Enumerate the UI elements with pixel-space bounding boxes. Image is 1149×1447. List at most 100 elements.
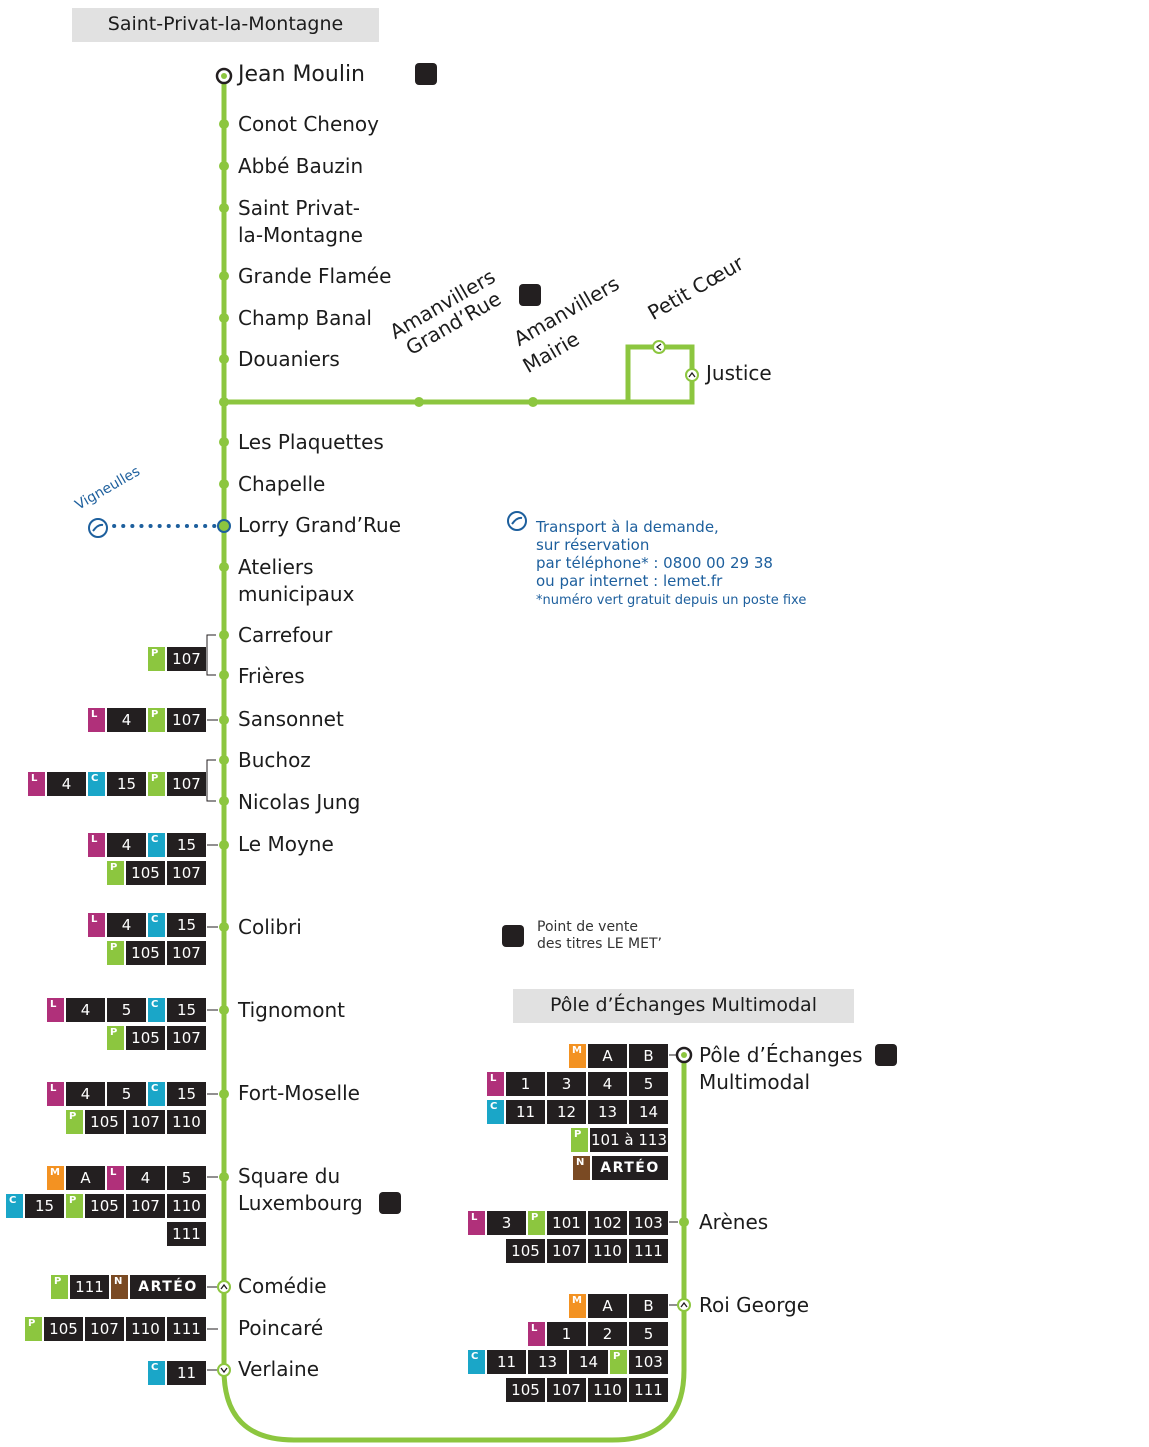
line-badge: 15 [107,772,146,796]
line-badge: 110 [167,1110,206,1134]
line-badge: 107 [167,941,206,965]
mode-N-icon: N [573,1156,590,1180]
stop-chapelle: Chapelle [238,472,326,496]
stop-champ-banal: Champ Banal [238,306,372,330]
line-badge: 110 [588,1239,627,1263]
stop-dot [219,922,229,932]
mode-P-icon: P [610,1350,627,1374]
line-badge: 107 [167,772,206,796]
line-badge: 103 [629,1350,668,1374]
line-badge: 5 [107,998,146,1022]
tad-info: Transport à la demande, sur réservation … [536,518,807,608]
one-way-stop [652,340,666,354]
mode-L-icon: L [528,1322,545,1346]
stop-dot [219,479,229,489]
tad-connection-dot [217,519,231,533]
mode-P-icon: P [66,1194,83,1218]
stop-square-luxembourg: Square du [238,1164,341,1188]
stop-roi-george: Roi George [699,1293,810,1317]
line-badge: 4 [66,1082,105,1106]
stop-dot [219,397,229,407]
line-badge: 13 [528,1350,567,1374]
line-badge: 105 [126,941,165,965]
stop-dot [219,271,229,281]
mode-C-icon: C [468,1350,485,1374]
mode-M-icon: M [47,1166,64,1190]
line-badge: 3 [547,1072,586,1096]
ticket-shop-icon [415,63,437,85]
mode-L-icon: L [487,1072,504,1096]
stop-pem-2: Multimodal [699,1070,811,1094]
mode-C-icon: C [148,1361,165,1385]
stop-buchoz: Buchoz [238,748,311,772]
mode-L-icon: L [88,708,105,732]
tad-phone-icon [88,518,108,538]
line-badge: 4 [107,708,146,732]
line-badge: 107 [167,1026,206,1050]
line-badge: 5 [629,1072,668,1096]
mode-P-icon: P [148,647,165,671]
stop-jean-moulin: Jean Moulin [238,62,365,87]
stop-conot-chenoy: Conot Chenoy [238,112,380,136]
one-way-stop [217,1363,231,1377]
mode-L-icon: L [47,998,64,1022]
stop-dot [219,562,229,572]
stop-dot [679,1217,689,1227]
line-badge: 110 [167,1194,206,1218]
line-badge: 105 [126,861,165,885]
mode-P-icon: P [107,941,124,965]
line-badge: 11 [506,1100,545,1124]
mode-P-icon: P [148,708,165,732]
stop-frieres: Frières [238,664,305,688]
mode-C-icon: C [148,833,165,857]
stop-dot [219,313,229,323]
mode-P-icon: P [51,1275,68,1299]
line-badge: 15 [167,913,206,937]
stop-sansonnet: Sansonnet [238,707,344,731]
stop-pem: Pôle d’Échanges [699,1043,863,1067]
line-badge: 101 à 113 [590,1128,668,1152]
line-badge: 4 [66,998,105,1022]
line-badge: 1 [506,1072,545,1096]
mode-C-icon: C [88,772,105,796]
mode-P-icon: P [107,861,124,885]
mode-P-icon: P [528,1211,545,1235]
mode-C-icon: C [148,998,165,1022]
main-line [221,76,687,1443]
stop-tignomont: Tignomont [238,998,346,1022]
line-badge: 4 [126,1166,165,1190]
line-badge: 5 [107,1082,146,1106]
stop-carrefour: Carrefour [238,623,333,647]
ticket-shop-icon [519,284,541,306]
mode-L-icon: L [47,1082,64,1106]
line-badge: 14 [569,1350,608,1374]
one-way-stop [677,1298,691,1312]
line-badge: 107 [167,708,206,732]
mode-C-icon: C [6,1194,23,1218]
mode-C-icon: C [148,1082,165,1106]
line-badge: 107 [85,1317,124,1341]
mode-M-icon: M [569,1044,586,1068]
mode-P-icon: P [25,1317,42,1341]
line-badge: 111 [70,1275,109,1299]
line-badge: 4 [107,913,146,937]
line-badge: 111 [629,1239,668,1263]
line-badge: 107 [167,861,206,885]
line-badge: 2 [588,1322,627,1346]
line-badge: 3 [487,1211,526,1235]
line-badge: A [66,1166,105,1190]
mode-L-icon: L [468,1211,485,1235]
one-way-stop [217,1280,231,1294]
stop-le-moyne: Le Moyne [238,832,334,856]
line-badge: 4 [107,833,146,857]
line-badge: 105 [506,1378,545,1402]
mode-P-icon: P [571,1128,588,1152]
bracket-buchoz-nicolas [206,759,216,802]
stop-comedie: Comédie [238,1274,327,1298]
line-badge: 101 [547,1211,586,1235]
line-badge: 105 [506,1239,545,1263]
line-badge: A [588,1044,627,1068]
bracket-carrefour-frieres [206,634,216,676]
stop-poincare: Poincaré [238,1316,324,1340]
